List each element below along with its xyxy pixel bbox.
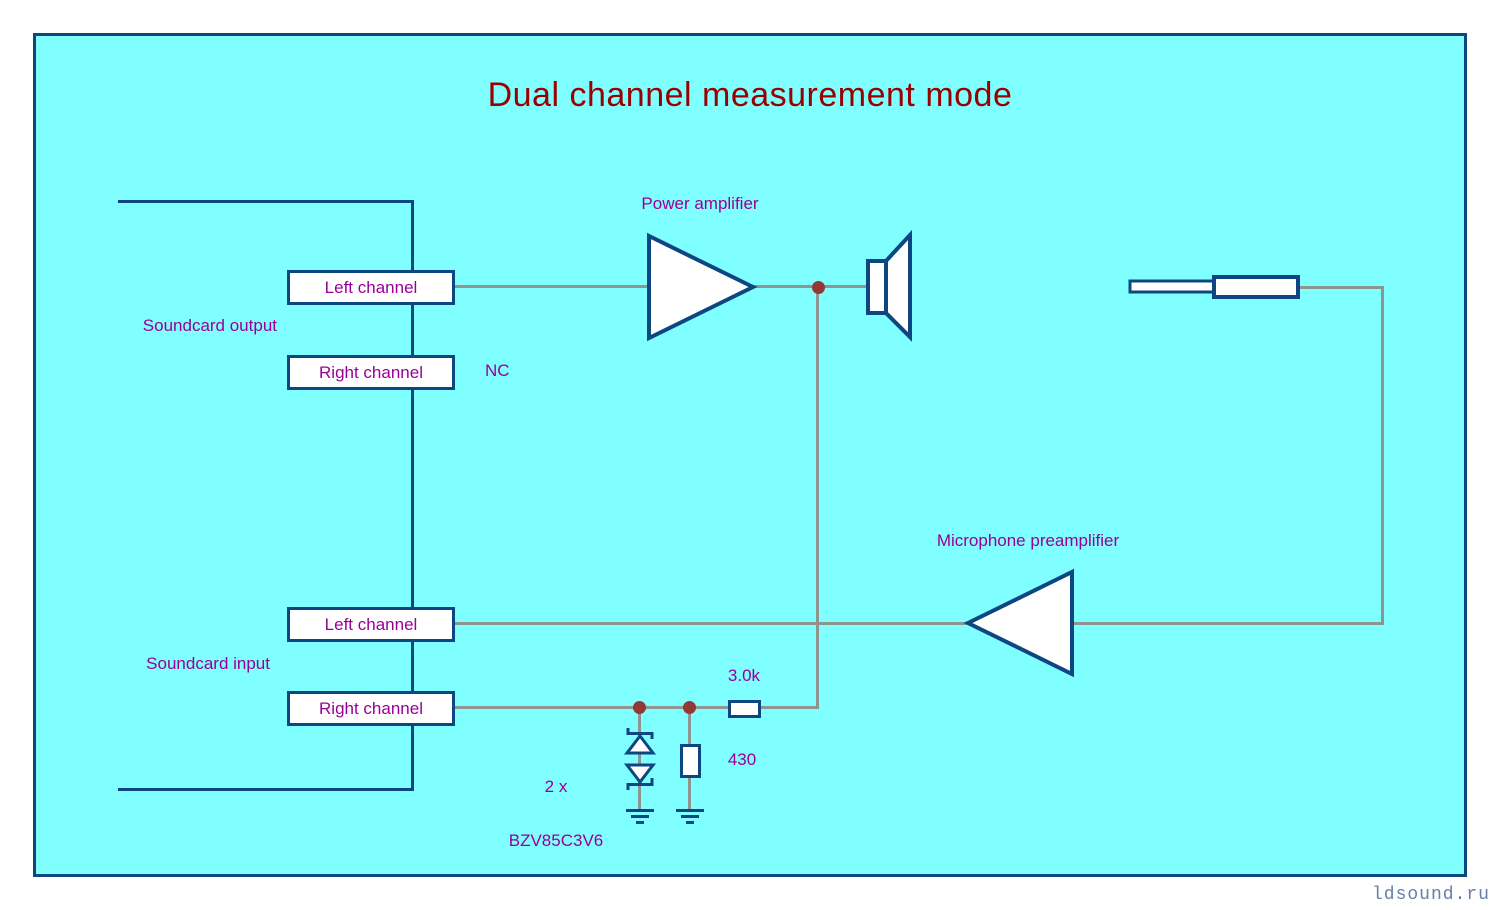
zener-value-line1: 2 x [544, 777, 568, 796]
soundcard-output-right-channel-box: Right channel [287, 355, 455, 390]
wire-output-left-to-amp [455, 285, 649, 288]
zener-value-label: 2 x BZV85C3V6 [486, 742, 626, 886]
soundcard-input-right-channel-box: Right channel [287, 691, 455, 726]
soundcard-input-right-channel-label: Right channel [319, 698, 423, 718]
soundcard-output-left-channel-label: Left channel [324, 277, 418, 297]
nc-annotation: NC [485, 361, 510, 380]
junction-dot-speaker-node [812, 281, 825, 294]
soundcard-input-group-label: Soundcard input [146, 654, 270, 673]
watermark: ldsound.ru [1371, 885, 1490, 905]
speaker-icon [866, 229, 912, 342]
microphone-preamplifier-triangle-icon [963, 568, 1074, 678]
soundcard-bracket-vertical [411, 200, 414, 791]
wire-mic-horizontal [1298, 286, 1383, 289]
soundcard-input-left-channel-label: Left channel [324, 614, 418, 634]
shunt-resistor-value-label: 430 [727, 750, 757, 769]
junction-dot-shunt-node [683, 701, 696, 714]
wire-input-left-to-preamp [455, 622, 969, 625]
soundcard-input-left-channel-box: Left channel [287, 607, 455, 642]
zener-value-line2: BZV85C3V6 [508, 831, 604, 850]
wire-mic-vertical [1381, 286, 1384, 625]
shunt-resistor-430 [680, 744, 701, 778]
diagram-panel [33, 33, 1467, 877]
microphone-icon [1128, 275, 1300, 299]
power-amplifier-label: Power amplifier [641, 194, 759, 213]
soundcard-bracket-bottom [118, 788, 414, 791]
ground-icon [676, 809, 704, 824]
wire-resistor-to-branch [760, 706, 819, 709]
wire-amp-to-speaker [752, 285, 868, 288]
wire-preamp-to-mic-vertical-corner [1072, 622, 1384, 625]
wire-input-right-horizontal [455, 706, 729, 709]
soundcard-output-right-channel-label: Right channel [319, 362, 423, 382]
series-resistor-3k0 [728, 700, 761, 718]
wire-speaker-branch-down [816, 287, 819, 708]
soundcard-output-group-label: Soundcard output [142, 316, 277, 335]
series-resistor-value-label: 3.0k [727, 666, 761, 685]
microphone-preamplifier-label: Microphone preamplifier [936, 531, 1120, 550]
wire-zener-leg [638, 708, 641, 812]
junction-dot-zener-node [633, 701, 646, 714]
soundcard-output-left-channel-box: Left channel [287, 270, 455, 305]
power-amplifier-triangle-icon [647, 232, 758, 342]
ground-icon [626, 809, 654, 824]
diagram-title: Dual channel measurement mode [487, 76, 1013, 114]
soundcard-bracket-top [118, 200, 414, 203]
zener-diode-pair-icon [623, 728, 657, 790]
